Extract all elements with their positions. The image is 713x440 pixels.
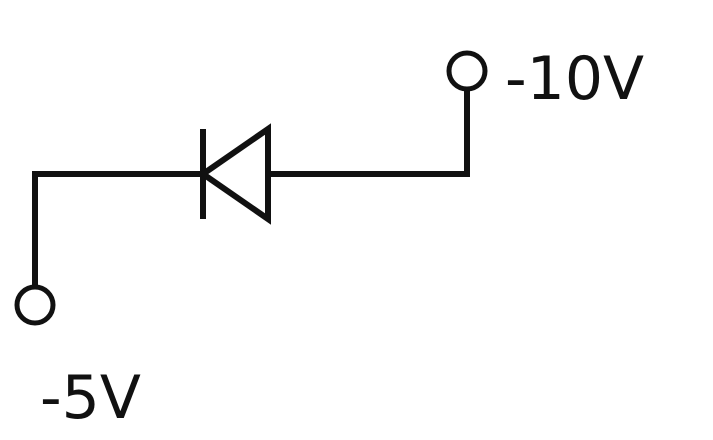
terminal-right-label: -10V	[505, 44, 644, 114]
terminal-left-label: -5V	[40, 363, 141, 433]
terminal-right	[446, 50, 488, 92]
terminal-left	[14, 284, 56, 326]
wire-right	[268, 90, 470, 177]
diode-anode-triangle	[197, 123, 271, 225]
wire-left	[32, 171, 203, 285]
